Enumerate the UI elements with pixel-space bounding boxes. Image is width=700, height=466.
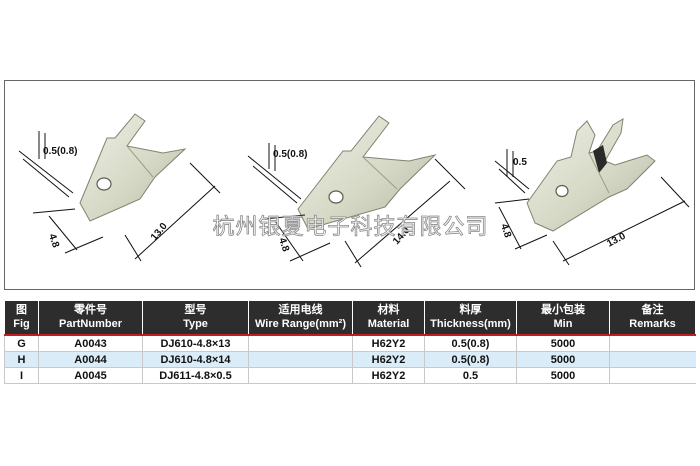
terminal-i-dimensions (494, 149, 690, 266)
terminal-g-drawing: 0.5(0.8) 4.8 13.0 (18, 113, 221, 262)
cell-part-number: A0044 (38, 351, 143, 368)
cell-part-number: A0045 (38, 367, 143, 384)
cell-thickness: 0.5 (424, 367, 517, 384)
cell-wire-range (248, 334, 353, 352)
terminal-h-shape (297, 115, 437, 230)
terminal-i-width-label: 4.8 (498, 223, 513, 240)
terminal-g-thickness-label: 0.5(0.8) (43, 146, 77, 157)
cell-fig: I (4, 367, 39, 384)
cell-fig: G (4, 334, 39, 352)
terminal-h-thickness-label: 0.5(0.8) (273, 149, 307, 160)
terminal-h-dimensions (247, 143, 466, 268)
cell-thickness: 0.5(0.8) (424, 351, 517, 368)
cell-material: H62Y2 (352, 367, 425, 384)
cell-fig: H (4, 351, 39, 368)
terminal-i-shape (526, 118, 656, 232)
cell-min-pack: 5000 (516, 351, 610, 368)
cell-thickness: 0.5(0.8) (424, 334, 517, 352)
terminal-i-drawing: 0.5 4.8 13.0 (494, 118, 690, 266)
cell-remarks (609, 351, 696, 368)
cell-wire-range (248, 367, 353, 384)
terminal-g-length-label: 13.0 (149, 221, 170, 243)
figure-panel: 0.5(0.8) 4.8 13.0 0.5 (4, 80, 695, 290)
cell-part-number: A0043 (38, 334, 143, 352)
table-row: G A0043 DJ610-4.8×13 H62Y2 0.5(0.8) 5000 (4, 334, 696, 352)
cell-type: DJ611-4.8×0.5 (142, 367, 249, 384)
terminal-g-dimensions (18, 131, 221, 262)
terminal-h-drawing: 0.5(0.8) 4.8 14.0 (247, 115, 466, 268)
cell-type: DJ610-4.8×14 (142, 351, 249, 368)
terminal-drawings: 0.5(0.8) 4.8 13.0 0.5 (18, 113, 690, 268)
cell-min-pack: 5000 (516, 334, 610, 352)
cell-remarks (609, 367, 696, 384)
cell-material: H62Y2 (352, 351, 425, 368)
terminal-g-shape (79, 113, 187, 222)
table-row: I A0045 DJ611-4.8×0.5 H62Y2 0.5 5000 (4, 367, 696, 384)
cell-material: H62Y2 (352, 334, 425, 352)
terminal-h-length-label: 14.0 (391, 225, 412, 247)
terminal-h-width-label: 4.8 (276, 237, 291, 254)
cell-type: DJ610-4.8×13 (142, 334, 249, 352)
table-row: H A0044 DJ610-4.8×14 H62Y2 0.5(0.8) 5000 (4, 351, 696, 368)
terminal-i-thickness-label: 0.5 (513, 157, 527, 168)
terminal-g-width-label: 4.8 (46, 233, 61, 250)
terminal-i-length-label: 13.0 (605, 231, 628, 250)
cell-min-pack: 5000 (516, 367, 610, 384)
cell-wire-range (248, 351, 353, 368)
cell-remarks (609, 334, 696, 352)
